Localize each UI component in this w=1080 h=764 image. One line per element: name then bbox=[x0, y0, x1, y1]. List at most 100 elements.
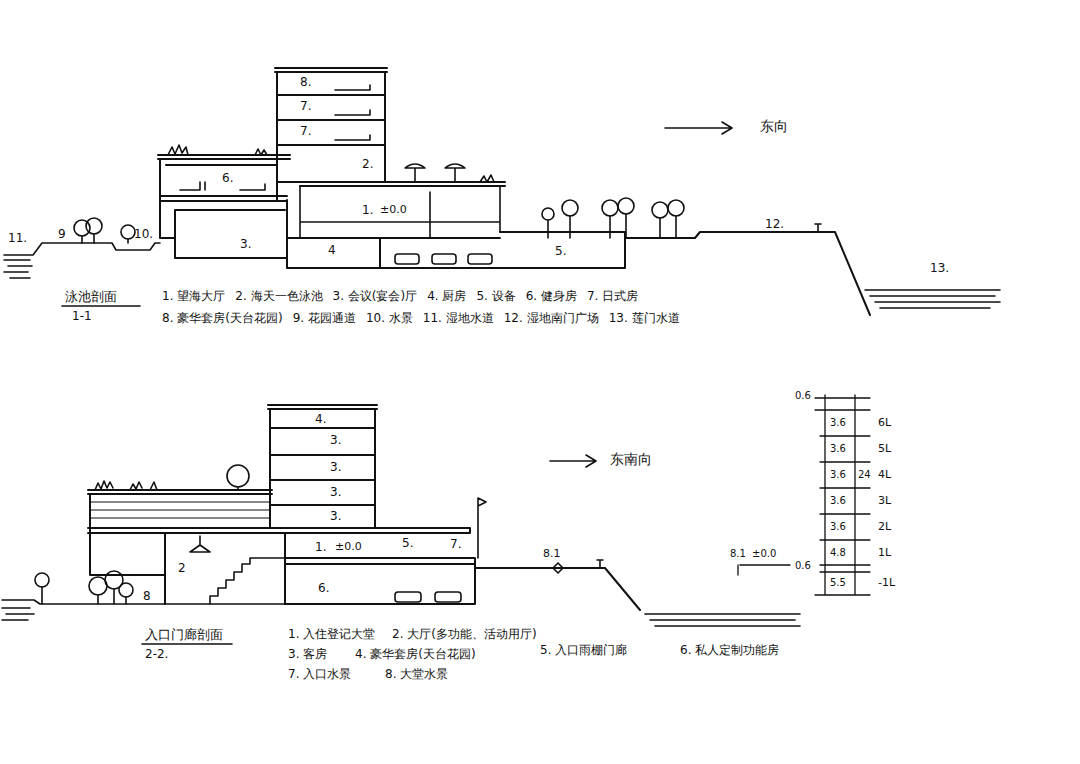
level-label: 4L bbox=[878, 469, 891, 481]
tree bbox=[74, 218, 135, 243]
legend-item: 1. 入住登记大堂 bbox=[288, 628, 375, 641]
direction-label: 东向 bbox=[760, 119, 788, 134]
dimension-label: 3.6 bbox=[830, 469, 846, 480]
chandelier bbox=[190, 536, 210, 552]
legend-item: 10. 水景 bbox=[366, 312, 413, 325]
elevation-label: ±0.0 bbox=[380, 204, 407, 216]
callout-number: 2. bbox=[362, 158, 373, 171]
car bbox=[395, 592, 461, 602]
ground-line bbox=[625, 232, 870, 315]
canopy bbox=[378, 528, 470, 533]
ground-floor bbox=[300, 186, 500, 238]
stair bbox=[210, 558, 285, 604]
legend-item: 2. 大厅(多功能、活动用厅) bbox=[392, 628, 537, 641]
flag-pole bbox=[478, 498, 486, 558]
callout-number: 4 bbox=[328, 244, 336, 257]
level-label: 2L bbox=[878, 521, 891, 533]
dimension-label: 0.6 bbox=[795, 560, 811, 571]
water-right bbox=[865, 290, 1000, 308]
water-left bbox=[2, 608, 34, 620]
callout-number: 4. bbox=[315, 413, 326, 426]
ground-floor bbox=[285, 558, 475, 604]
legend-item: 11. 湿地水道 bbox=[423, 312, 494, 325]
legend-item: 6. 私人定制功能房 bbox=[680, 644, 779, 657]
callout-number: 7. bbox=[450, 538, 461, 551]
legend-item: 7. 入口水景 bbox=[288, 668, 351, 681]
car bbox=[395, 254, 492, 264]
ground-line bbox=[4, 243, 160, 255]
title-underline bbox=[62, 305, 140, 307]
elevation-label: 8.1 bbox=[543, 548, 561, 560]
section-title: 入口门廊剖面 bbox=[145, 628, 223, 642]
tree bbox=[237, 487, 239, 490]
legend-item: 8. 大堂水景 bbox=[385, 668, 448, 681]
bollard bbox=[597, 560, 603, 568]
callout-number: 11. bbox=[8, 232, 27, 245]
elevation-label: 8.1 bbox=[730, 548, 746, 559]
section-number: 2-2. bbox=[145, 648, 168, 661]
legend-item: 4. 厨房 bbox=[427, 290, 466, 303]
legend-item: 3. 会议(宴会)厅 bbox=[333, 290, 418, 303]
dimension-label: 4.8 bbox=[830, 547, 846, 558]
legend-item: 12. 湿地南门广场 bbox=[504, 312, 599, 325]
tower bbox=[268, 405, 377, 528]
dimension-label: 3.6 bbox=[830, 521, 846, 532]
callout-number: 9 bbox=[58, 228, 66, 241]
elevation-label: ±0.0 bbox=[335, 541, 362, 553]
callout-number: 1. bbox=[315, 541, 326, 554]
dimension-label: 3.6 bbox=[830, 443, 846, 454]
legend-item: 6. 健身房 bbox=[526, 290, 577, 303]
callout-number: 5. bbox=[555, 245, 566, 258]
callout-number: 8 bbox=[143, 590, 151, 603]
direction-arrow bbox=[550, 455, 596, 467]
callout-number: 3. bbox=[240, 238, 251, 251]
legend-item: 5. 设备 bbox=[476, 290, 515, 303]
legend-item: 3. 客房 bbox=[288, 648, 327, 661]
level-label: 5L bbox=[878, 443, 891, 455]
callout-number: 3. bbox=[330, 510, 341, 523]
ground-line bbox=[475, 568, 640, 610]
dimension-label: 0.6 bbox=[795, 390, 811, 401]
level-label: 3L bbox=[878, 495, 891, 507]
callout-number: 6. bbox=[222, 172, 233, 185]
section-title: 泳池剖面 bbox=[65, 290, 117, 304]
callout-number: 7. bbox=[300, 125, 311, 138]
callout-number: 8. bbox=[300, 76, 311, 89]
deck-plants bbox=[480, 175, 494, 182]
legend-item: 4. 豪华套房(天台花园) bbox=[355, 648, 476, 661]
basement bbox=[287, 200, 625, 268]
umbrella bbox=[405, 164, 465, 182]
level-marker bbox=[553, 563, 563, 573]
section-number: 1-1 bbox=[72, 310, 92, 323]
dimension-label: 3.6 bbox=[830, 417, 846, 428]
legend-item: 5. 入口雨棚门廊 bbox=[540, 644, 627, 657]
tree bbox=[542, 198, 684, 238]
dimension-label: 3.6 bbox=[830, 495, 846, 506]
level-label: -1L bbox=[878, 577, 895, 589]
building-left-block bbox=[88, 490, 378, 604]
roof-plants bbox=[95, 481, 157, 490]
bollard bbox=[815, 224, 821, 232]
callout-number: 2 bbox=[178, 562, 186, 575]
legend-item: 1. 望海大厅 bbox=[162, 290, 225, 303]
legend-item: 7. 日式房 bbox=[587, 290, 638, 303]
callout-number: 5. bbox=[402, 537, 413, 550]
tree bbox=[227, 465, 249, 487]
legend-item: 9. 花园通道 bbox=[293, 312, 356, 325]
elevation-label: ±0.0 bbox=[752, 548, 776, 559]
legend-item: 8. 豪华套房(天台花园) bbox=[162, 312, 283, 325]
callout-number: 10. bbox=[134, 228, 153, 241]
direction-label: 东南向 bbox=[610, 452, 652, 467]
legend-item: 13. 莲门水道 bbox=[609, 312, 680, 325]
callout-number: 3. bbox=[330, 461, 341, 474]
legend-item: 2. 海天一色泳池 bbox=[235, 290, 322, 303]
pool-deck bbox=[277, 182, 505, 186]
callout-number: 12. bbox=[765, 218, 784, 231]
callout-number: 3. bbox=[330, 434, 341, 447]
callout-number: 6. bbox=[318, 582, 329, 595]
water-left bbox=[4, 260, 32, 278]
direction-arrow bbox=[665, 122, 732, 134]
callout-number: 3. bbox=[330, 486, 341, 499]
level-label: 6L bbox=[878, 417, 891, 429]
